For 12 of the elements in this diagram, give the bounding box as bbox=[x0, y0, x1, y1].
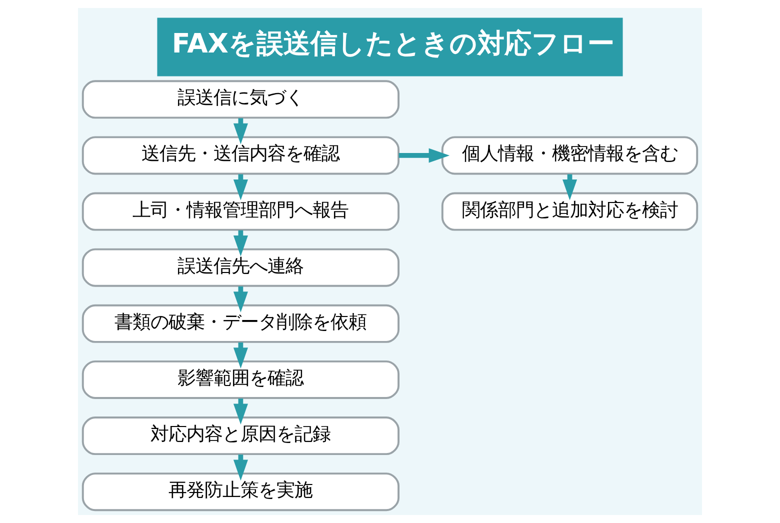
node-box: 再発防止策を実施 bbox=[82, 472, 400, 512]
node-box: 関係部門と追加対応を検討 bbox=[441, 192, 698, 231]
node-box: 送信先・送信内容を確認 bbox=[82, 136, 400, 175]
node-box: 個人情報・機密情報を含む bbox=[441, 136, 698, 175]
node-box: 影響範囲を確認 bbox=[82, 360, 400, 399]
node-box: 上司・情報管理部門へ報告 bbox=[82, 192, 400, 231]
node-box: 対応内容と原因を記録 bbox=[82, 416, 400, 456]
diagram-title: FAXを誤送信したときの対応フロー bbox=[172, 28, 614, 60]
arrow bbox=[398, 148, 450, 163]
node-box: 誤送信先へ連絡 bbox=[82, 248, 400, 287]
node-box: 誤送信に気づく bbox=[82, 80, 400, 119]
node-box: 書類の破棄・データ削除を依頼 bbox=[82, 304, 400, 343]
